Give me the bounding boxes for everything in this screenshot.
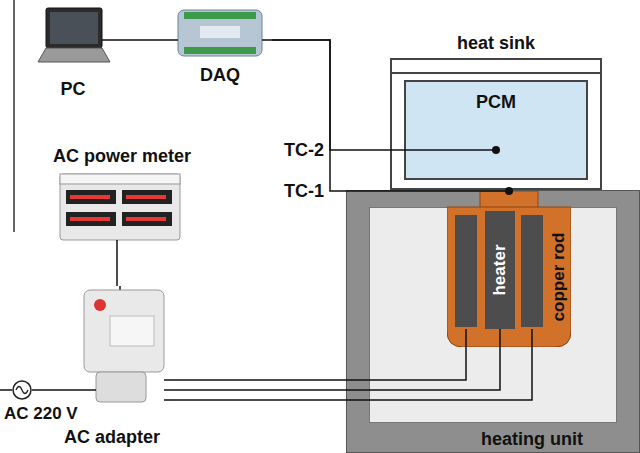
wire-connector (272, 40, 513, 195)
daq-illustration (168, 10, 272, 56)
node-label: PC (60, 79, 85, 100)
node-label: DAQ (200, 65, 240, 86)
node-label: AC power meter (53, 146, 191, 167)
frame-line (13, 0, 15, 232)
wire-connector (117, 240, 118, 286)
thermocouple-label: TC-2 (284, 140, 324, 161)
heater-element: heater (485, 211, 515, 329)
node-label: AC adapter (64, 427, 160, 448)
node-label: AC 220 V (4, 404, 78, 424)
pc-node: PC (28, 4, 118, 100)
heater-strip (455, 215, 477, 327)
copper-rod: copper rod heater (447, 191, 571, 347)
daq-node: DAQ (168, 6, 272, 86)
thermocouple-junction (505, 187, 513, 195)
node-label: copper rod (549, 233, 569, 322)
wire-connector (32, 390, 50, 391)
ac-source-symbol (12, 380, 32, 400)
thermocouple-junction (492, 146, 500, 154)
mains-line (0, 389, 12, 391)
node-label: heater (490, 244, 510, 295)
pcm-container: PCM (404, 80, 588, 180)
power-meter-node: AC power meter (30, 146, 214, 240)
heat-sink-lid (392, 72, 600, 74)
wire-connector (272, 40, 500, 154)
node-label: heat sink (457, 33, 535, 54)
power-meter-illustration (60, 174, 180, 240)
heating-unit: heating unit copper rod heater (346, 190, 640, 453)
node-label: PCM (476, 92, 516, 113)
thermocouple-label: TC-1 (284, 181, 324, 202)
wire-connector (174, 329, 532, 400)
heat-sink-box: heat sinkPCM (390, 58, 602, 190)
ac-source: AC 220 V (12, 380, 32, 400)
node-label: heating unit (481, 429, 583, 450)
ac-adapter-node: AC adapter (50, 286, 174, 448)
ac-adapter-illustration (50, 286, 174, 402)
laptop-illustration (38, 8, 118, 62)
wire-connector (118, 40, 168, 41)
heater-strip (521, 215, 543, 327)
